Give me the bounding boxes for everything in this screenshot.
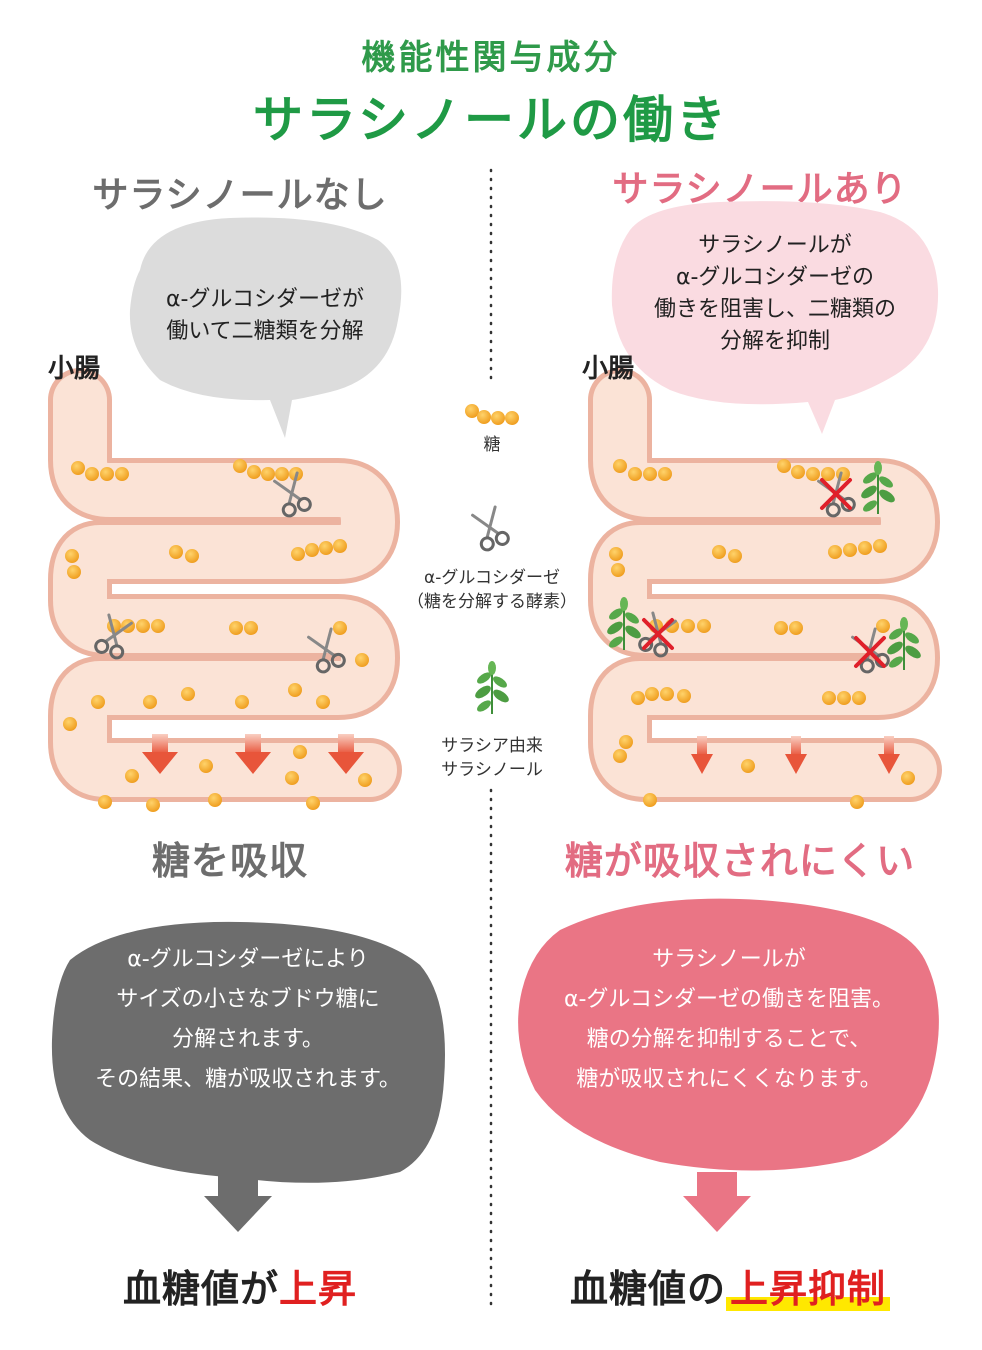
right-bubble-text: サラシノールが α-グルコシダーゼの 働きを阻害し、二糖類の 分解を抑制 bbox=[616, 230, 934, 358]
left-explanation-blob bbox=[51, 921, 446, 1183]
legend-sugar-label: 糖 bbox=[483, 435, 501, 455]
legend-sugar-icon bbox=[465, 404, 519, 425]
left-final-statement: 血糖値が上昇 bbox=[60, 1258, 420, 1313]
left-bubble-text: α-グルコシダーゼが 働いて二糖類を分解 bbox=[132, 284, 398, 348]
left-explanation-line-2: サイズの小さなブドウ糖に bbox=[116, 987, 380, 1012]
right-intestine-label: 小腸 bbox=[582, 354, 635, 384]
header-subtitle: 機能性関与成分 bbox=[361, 38, 621, 78]
right-final-prefix: 血糖値の bbox=[569, 1267, 726, 1311]
right-final-highlight: 上昇抑制 bbox=[726, 1267, 891, 1311]
right-bubble-line-3: 働きを阻害し、二糖類の bbox=[653, 297, 896, 322]
left-intestine-label: 小腸 bbox=[48, 354, 101, 384]
left-bubble-line-2: 働いて二糖類を分解 bbox=[166, 319, 364, 344]
left-bubble-line-1: α-グルコシダーゼが bbox=[165, 287, 364, 312]
legend-scissors-icon bbox=[469, 504, 512, 554]
left-final-prefix: 血糖値が bbox=[122, 1267, 279, 1311]
left-explanation-line-1: α-グルコシダーゼにより bbox=[127, 947, 369, 972]
left-down-arrow bbox=[204, 1172, 272, 1232]
right-down-arrow bbox=[683, 1172, 751, 1232]
right-result-label: 糖が吸収されにくい bbox=[564, 839, 916, 883]
legend-salacinol-label-1: サラシア由来 bbox=[441, 736, 543, 756]
right-explanation-line-1: サラシノールが bbox=[652, 947, 806, 972]
legend-enzyme-label-2: （糖を分解する酵素） bbox=[407, 592, 577, 612]
right-explanation-line-4: 糖が吸収されにくくなります。 bbox=[576, 1067, 882, 1092]
right-speech-bubble bbox=[611, 201, 939, 434]
right-explanation-line-3: 糖の分解を抑制することで、 bbox=[586, 1027, 872, 1052]
right-explanation-text: サラシノールが α-グルコシダーゼの働きを阻害。 糖の分解を抑制することで、 糖… bbox=[520, 940, 938, 1100]
left-result-label: 糖を吸収 bbox=[151, 839, 308, 883]
header-title: サラシノールの働き bbox=[253, 91, 729, 149]
legend-salacinol-label-2: サラシノール bbox=[441, 760, 543, 780]
right-bubble-line-1: サラシノールが bbox=[698, 233, 852, 258]
legend-enzyme-label: α-グルコシダーゼ （糖を分解する酵素） bbox=[392, 566, 592, 614]
left-final-highlight: 上昇 bbox=[279, 1267, 358, 1311]
legend-leaf-icon bbox=[472, 660, 512, 715]
right-intestine bbox=[588, 368, 942, 802]
right-explanation-line-2: α-グルコシダーゼの働きを阻害。 bbox=[563, 987, 894, 1012]
legend-salacinol-label: サラシア由来 サラシノール bbox=[410, 734, 574, 782]
left-explanation-text: α-グルコシダーゼにより サイズの小さなブドウ糖に 分解されます。 その結果、糖… bbox=[52, 940, 444, 1100]
right-final-statement: 血糖値の上昇抑制 bbox=[520, 1258, 940, 1313]
right-bubble-line-2: α-グルコシダーゼの bbox=[675, 265, 874, 290]
left-column-title: サラシノールなし bbox=[92, 175, 388, 216]
left-speech-bubble bbox=[129, 217, 402, 438]
right-bubble-line-4: 分解を抑制 bbox=[719, 329, 830, 354]
left-explanation-line-3: 分解されます。 bbox=[172, 1027, 324, 1052]
left-explanation-line-4: その結果、糖が吸収されます。 bbox=[95, 1067, 401, 1092]
legend-enzyme-label-1: α-グルコシダーゼ bbox=[423, 568, 560, 588]
left-intestine bbox=[48, 368, 402, 802]
right-explanation-blob bbox=[518, 898, 939, 1171]
